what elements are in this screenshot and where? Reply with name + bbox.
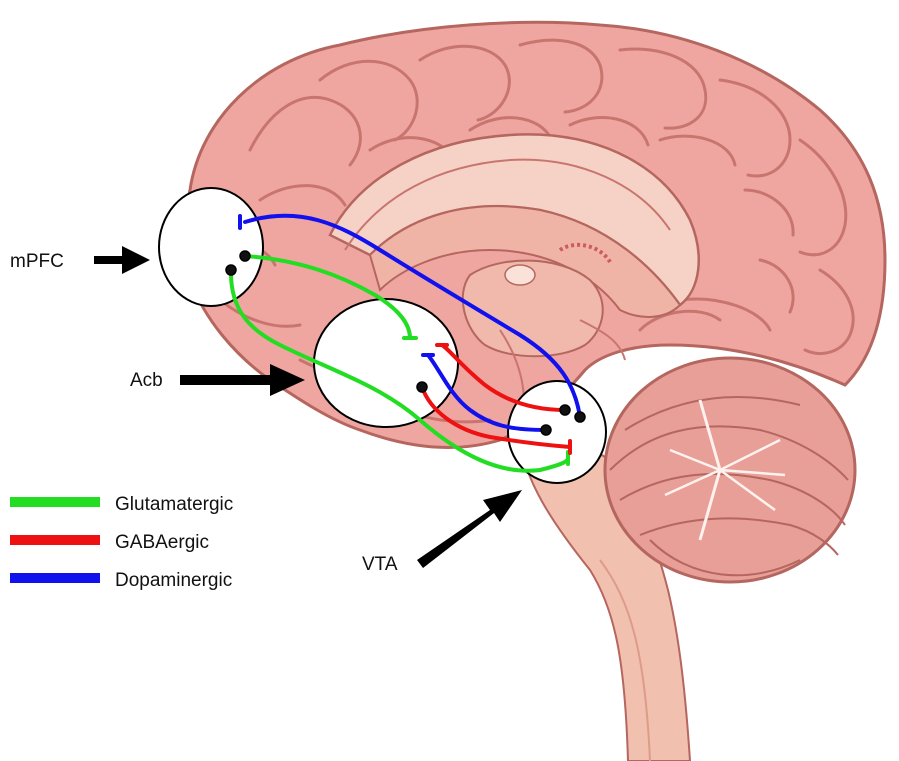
legend-label-gabaergic: GABAergic <box>115 532 209 553</box>
legend-label-dopaminergic: Dopaminergic <box>115 570 232 591</box>
soma-gab-acb <box>417 382 427 392</box>
vta-arrow-icon <box>417 490 522 568</box>
soma-dop-vta-1 <box>575 412 585 422</box>
acb-label-group: Acb <box>130 364 305 396</box>
legend-label-glutamatergic: Glutamatergic <box>115 494 233 515</box>
soma-gab-vta <box>560 405 570 415</box>
legend-swatch-dopaminergic <box>10 573 100 583</box>
legend-swatch-gabaergic <box>10 535 100 545</box>
mpfc-label: mPFC <box>10 251 64 272</box>
legend-item-glutamatergic: Glutamatergic <box>10 494 233 515</box>
soma-dop-vta-2 <box>541 425 551 435</box>
soma-glu-mpfc-1 <box>240 251 250 261</box>
vta-circle <box>508 381 606 483</box>
legend-swatch-glutamatergic <box>10 497 100 507</box>
legend: Glutamatergic GABAergic Dopaminergic <box>10 494 233 591</box>
acb-label: Acb <box>130 370 163 391</box>
vta-label: VTA <box>362 554 398 575</box>
cerebellum <box>605 358 855 582</box>
soma-glu-mpfc-2 <box>226 265 236 275</box>
legend-item-gabaergic: GABAergic <box>10 532 209 553</box>
mpfc-label-group: mPFC <box>10 246 150 274</box>
mpfc-arrow-icon <box>94 246 150 274</box>
legend-item-dopaminergic: Dopaminergic <box>10 570 232 591</box>
vta-label-group: VTA <box>362 490 522 575</box>
mpfc-circle <box>159 188 263 306</box>
